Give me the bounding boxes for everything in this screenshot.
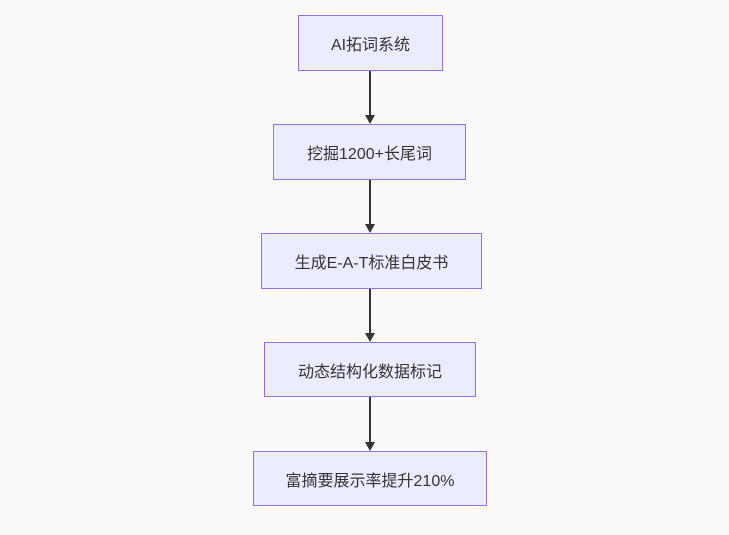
arrow-head-icon — [365, 333, 375, 342]
arrow-head-icon — [365, 115, 375, 124]
arrow-connector-2 — [363, 180, 377, 233]
arrow-connector-3 — [363, 289, 377, 342]
arrow-shaft — [369, 289, 371, 333]
arrow-shaft — [369, 71, 371, 115]
flow-node-label: 挖掘1200+长尾词 — [307, 146, 432, 163]
flow-node-rich-snippet-result: 富摘要展示率提升210% — [253, 451, 487, 506]
flow-node-longtail-mining: 挖掘1200+长尾词 — [273, 124, 466, 180]
arrow-connector-1 — [363, 71, 377, 124]
flow-node-structured-data-markup: 动态结构化数据标记 — [264, 342, 476, 397]
arrow-shaft — [369, 397, 371, 442]
flow-node-eat-whitepaper: 生成E-A-T标准白皮书 — [261, 233, 482, 289]
arrow-shaft — [369, 180, 371, 224]
arrow-head-icon — [365, 224, 375, 233]
arrow-head-icon — [365, 442, 375, 451]
flow-node-label: 生成E-A-T标准白皮书 — [294, 255, 449, 272]
flow-node-label: AI拓词系统 — [330, 37, 411, 54]
flow-node-label: 动态结构化数据标记 — [297, 363, 442, 381]
arrow-connector-4 — [363, 397, 377, 451]
flow-node-label: 富摘要展示率提升210% — [285, 472, 455, 490]
flow-node-ai-keyword-system: AI拓词系统 — [298, 15, 443, 71]
